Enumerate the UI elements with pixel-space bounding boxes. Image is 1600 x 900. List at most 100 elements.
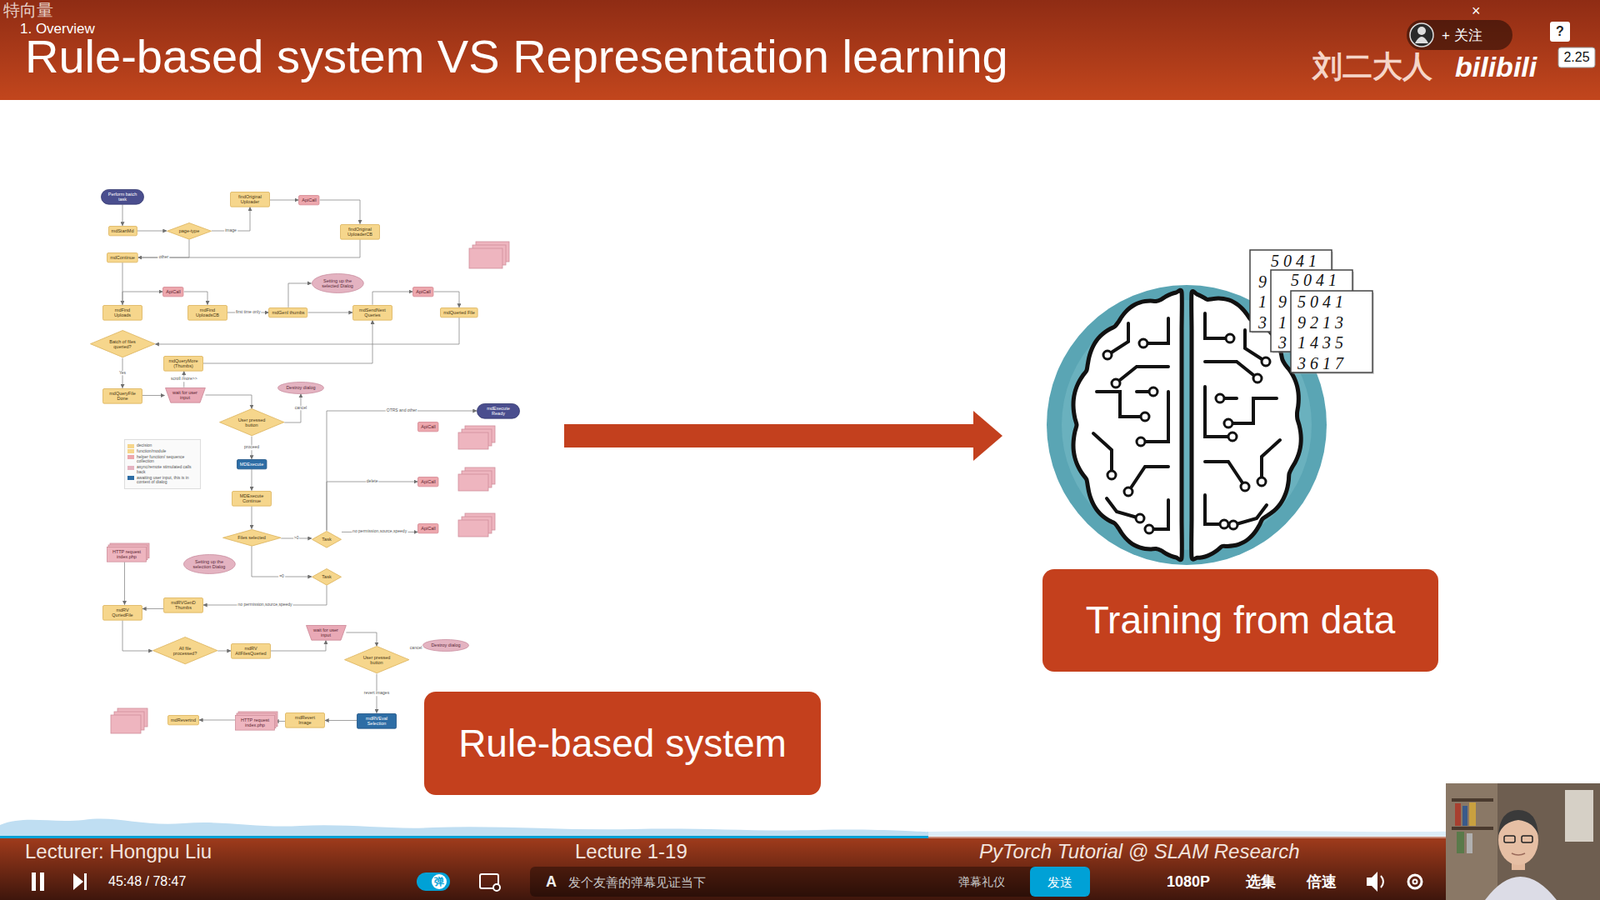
node-label: User pressed button (360, 655, 393, 666)
outline-shape (269, 307, 308, 317)
circuit-node (1124, 487, 1133, 496)
circuit-node (1261, 357, 1270, 366)
node-text-block: Task (321, 536, 331, 542)
connector (251, 469, 253, 491)
danmaku-settings-icon (480, 874, 500, 891)
node-label: mdContinue (110, 255, 135, 260)
art-part (31, 872, 36, 891)
art-part (1380, 875, 1384, 888)
art-part (973, 410, 1003, 461)
execute-box: MDExecute (236, 459, 267, 470)
outline-shape (418, 476, 439, 486)
send-button-text: 发送 (1047, 875, 1073, 889)
circuit-trace (1107, 323, 1129, 355)
node-label: ApiCall (420, 424, 435, 430)
node-text-block: HTTP request index.php (238, 717, 272, 729)
process-box: mdRevert Image (285, 712, 325, 729)
node-label: mdSendNext Queries (355, 307, 390, 319)
digit: 3 (1258, 314, 1267, 331)
node-label: mdRevert Image (288, 715, 322, 726)
outline-shape (236, 459, 266, 469)
circuit-trace (1228, 398, 1277, 424)
node-label: MDExecute (240, 461, 264, 467)
node-text-block: Batch of files queried? (106, 339, 139, 350)
edge-label: OTRS and other (385, 408, 418, 414)
api-call-box: ApiCall (417, 476, 439, 487)
outline-shape (418, 523, 439, 533)
circuit-node (1220, 520, 1229, 529)
node-text-block: mdQueryFile Done (105, 390, 140, 402)
art-part (469, 248, 503, 269)
api-call-box: ApiCall (162, 286, 184, 297)
art-part (458, 520, 489, 537)
outline-shape (163, 286, 184, 296)
node-text-block: mdRVEval Selection (360, 715, 394, 727)
edge-label: scroll /more>> (170, 376, 199, 382)
edge-label: no permission,source,speedy (236, 602, 293, 608)
art-part (431, 874, 447, 890)
send-button (1030, 866, 1090, 897)
watermark-text: 特向量 (3, 1, 54, 19)
connector (308, 312, 353, 314)
caption-text: Rule-based system (458, 721, 787, 766)
episodes-button: 选集 (1245, 874, 1276, 890)
slide-title: Rule-based system VS Representation lear… (25, 33, 1009, 80)
node-text-block: MDExecute (240, 461, 264, 467)
art-part (1455, 803, 1461, 826)
terminal-pill: mdExecute Ready (476, 403, 520, 420)
node-label: Destroy dialog (430, 642, 460, 648)
art-part (73, 873, 84, 890)
outline-shape (344, 646, 409, 674)
decision-diamond: User pressed button (219, 408, 285, 436)
footer-lecture: Lecture 1-19 (575, 841, 688, 862)
art-part (1451, 798, 1494, 802)
node-text-block: page-type (179, 228, 200, 234)
outline-shape (440, 307, 479, 317)
outline-shape (103, 605, 143, 620)
danmaku-toggle-icon (416, 872, 450, 891)
art-part (416, 872, 450, 891)
connector (288, 283, 312, 308)
edge-label: =0 (278, 574, 285, 580)
process-box: mdSendNext Queries (352, 305, 393, 321)
node-label: Task (321, 574, 331, 580)
art-part (1521, 835, 1533, 843)
connector (270, 200, 299, 201)
terminal-pill: Perform batch task (100, 189, 145, 205)
node-label: HTTP request index.php (110, 549, 144, 560)
process-box: mdContinue (106, 252, 139, 263)
node-text-block: Rule-based system (458, 721, 787, 766)
process-box: mdStartMd (108, 225, 138, 236)
art-part (564, 424, 980, 448)
circuit-node (1257, 477, 1266, 486)
art-part (1466, 833, 1473, 854)
node-label: Files selected (237, 535, 266, 540)
connector (122, 291, 163, 305)
node-text-block: mdGenI thumbs (271, 310, 305, 315)
footer-course: PyTorch Tutorial @ SLAM Research (979, 841, 1300, 862)
circuit-trace (1115, 366, 1169, 384)
api-call-box: ApiCall (417, 421, 439, 432)
connector (345, 632, 377, 646)
outline-shape (183, 555, 235, 575)
node-text-block: ApiCall (420, 479, 435, 485)
api-call-box: ApiCall (412, 286, 434, 297)
legend-swatch (127, 465, 135, 470)
circuit-trace (1093, 433, 1112, 475)
circuit-node (1140, 412, 1150, 421)
digit-row: 5 0 4 1 (1270, 252, 1317, 270)
digit: 1 (1278, 314, 1287, 331)
circuit-node (1136, 437, 1145, 446)
circuit-node (1145, 525, 1154, 534)
footer-lecturer: Lecturer: Hongpu Liu (25, 841, 212, 862)
connector (122, 204, 124, 226)
node-label: mdQueried File (443, 310, 475, 315)
art-part (1366, 871, 1378, 892)
legend-row: awaiting user input, this is in context … (127, 475, 198, 486)
uploader-name: 刘二大人 (1312, 51, 1433, 82)
node-text-block: Destroy dialog (430, 642, 460, 648)
node-text-block: mdRV AllFilesQueried (234, 645, 268, 657)
circuit-node (1253, 374, 1262, 383)
circuit-trace (1245, 330, 1266, 362)
